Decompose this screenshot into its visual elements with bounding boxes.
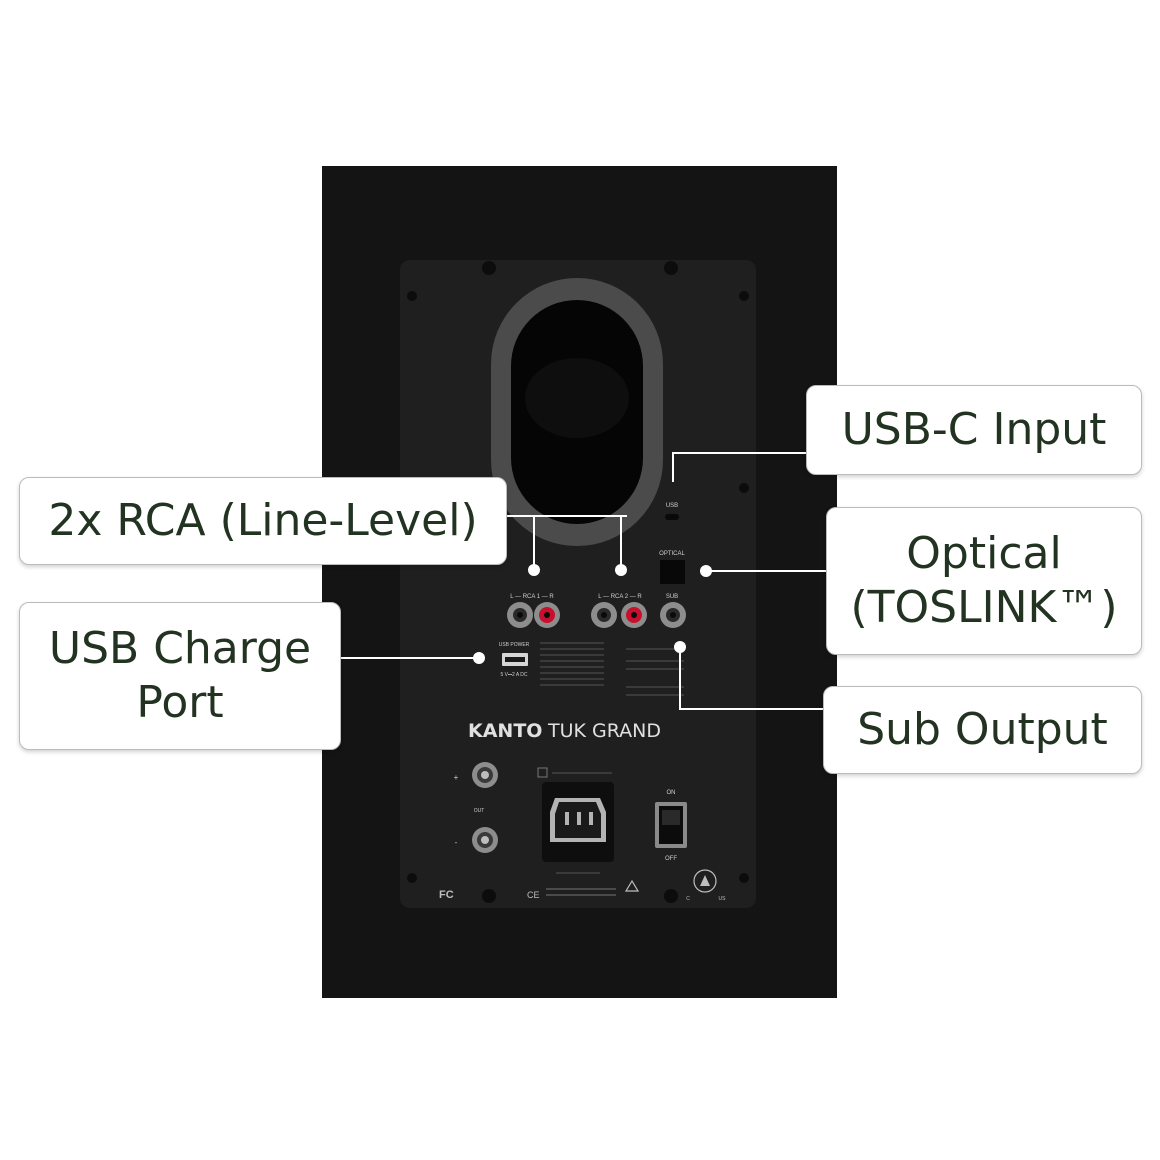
callout-optical-line2: (TOSLINK™) (850, 582, 1118, 633)
rca-jack-1-left (507, 602, 533, 628)
us-mark: US (719, 896, 727, 902)
ce-mark: CE (527, 890, 540, 900)
sub-leader-drop (679, 647, 681, 709)
minus-label: - (455, 838, 458, 847)
switch-off-label: OFF (665, 856, 677, 862)
switch-on-label: ON (667, 790, 676, 796)
usb-c-label: USB (666, 503, 678, 509)
usb-c-leader-line (672, 452, 806, 454)
rca-leader-drop-1 (533, 515, 535, 570)
sub-label: SUB (666, 594, 678, 600)
rca-dot-1 (528, 564, 540, 576)
rca-dot-2 (615, 564, 627, 576)
callout-rca-text: 2x RCA (Line-Level) (48, 495, 478, 546)
callout-sub-text: Sub Output (857, 704, 1108, 755)
rca-leader-line (505, 515, 627, 517)
sub-dot (674, 641, 686, 653)
fc-mark: FC (439, 889, 454, 901)
plus-label: + (454, 773, 459, 782)
rca-leader-drop-2 (620, 515, 622, 570)
usb-c-leader-drop (672, 452, 674, 482)
optical-port (660, 560, 685, 584)
rca1-label: L — RCA 1 — R (510, 594, 554, 600)
callout-optical: Optical (TOSLINK™) (826, 507, 1142, 655)
warning-triangle-icon (624, 879, 640, 892)
usb-charge-dot (473, 652, 485, 664)
regulatory-text (540, 642, 684, 696)
back-panel (400, 260, 756, 908)
rca-jack-1-right (534, 602, 560, 628)
callout-sub-output: Sub Output (823, 686, 1142, 774)
callout-usb-charge-port: USB Charge Port (19, 602, 341, 750)
callout-usb-charge-line2: Port (136, 677, 224, 728)
brand-logo: KANTO (468, 720, 542, 742)
c-mark: C (686, 896, 690, 902)
optical-leader-line (706, 570, 826, 572)
sub-leader-line (679, 708, 824, 710)
usb-charge-leader-line (340, 657, 478, 659)
model-name: TUK GRAND (547, 720, 661, 742)
speaker-terminal-positive (472, 762, 498, 788)
callout-optical-line1: Optical (906, 528, 1062, 579)
cert-logo-icon (693, 869, 717, 893)
callout-usb-charge-line1: USB Charge (48, 623, 312, 674)
power-rating-text (552, 772, 612, 774)
usb-power-rating: 5 V⎓2 A DC (500, 672, 527, 678)
usb-power-label: USB POWER (499, 642, 530, 648)
rca-jack-2-left (591, 602, 617, 628)
speaker-terminal-negative (472, 827, 498, 853)
rca-jack-2-right (621, 602, 647, 628)
rca2-label: L — RCA 2 — R (598, 594, 642, 600)
usb-c-port (665, 514, 679, 520)
warning-text (546, 888, 616, 890)
out-label: OUT (474, 808, 485, 814)
sub-out-jack (660, 602, 686, 628)
callout-usb-c-input: USB-C Input (806, 385, 1142, 475)
callout-usb-c-text: USB-C Input (841, 404, 1107, 455)
optical-dot (700, 565, 712, 577)
optical-label: OPTICAL (659, 551, 685, 557)
callout-rca: 2x RCA (Line-Level) (19, 477, 507, 565)
